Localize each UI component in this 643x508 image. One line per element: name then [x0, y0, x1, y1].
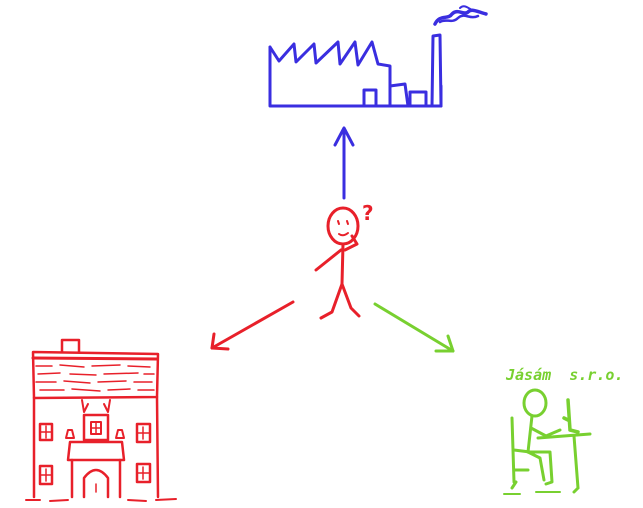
person-at-computer-desk-icon: [503, 388, 592, 495]
arrow-to-castle: [210, 300, 295, 351]
chateau-building-icon: [25, 338, 177, 502]
factory-icon: [268, 5, 488, 108]
arrow-to-office: [373, 302, 455, 353]
company-label: Jásám s.r.o.: [505, 366, 623, 384]
thinking-person-icon: [314, 206, 361, 320]
question-mark: ?: [362, 201, 374, 225]
arrow-to-factory: [333, 126, 355, 200]
